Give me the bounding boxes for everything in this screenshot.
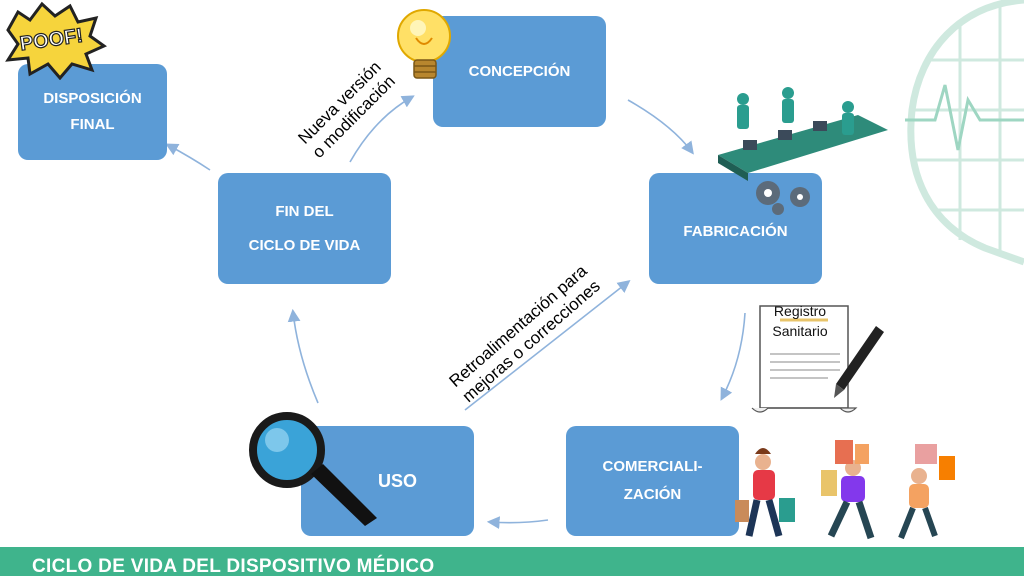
arrow-fabricacion-comercializacion <box>720 312 746 401</box>
arrow-fin-concepcion <box>349 95 415 163</box>
arrow-uso-fabricacion <box>464 280 631 411</box>
light-bulb-icon <box>397 9 451 79</box>
node-fin-line-2: CICLO DE VIDA <box>248 236 361 254</box>
node-comercializacion-line-2: ZACIÓN <box>623 486 682 503</box>
node-disposicion-line-1: DISPOSICIÓN <box>43 90 142 107</box>
node-comercializacion: COMERCIALI- ZACIÓN <box>566 426 739 536</box>
node-concepcion: CONCEPCIÓN <box>433 16 606 127</box>
footer-title: CICLO DE VIDA DEL DISPOSITIVO MÉDICO <box>32 556 435 577</box>
poof-icon: POOF! <box>5 1 108 80</box>
arrow-comercializacion-uso <box>486 516 549 530</box>
node-concepcion-label: CONCEPCIÓN <box>468 62 571 80</box>
node-fin-ciclo-vida: FIN DEL CICLO DE VIDA <box>218 173 391 284</box>
footer-bar: CICLO DE VIDA DEL DISPOSITIVO MÉDICO <box>0 547 1024 577</box>
node-fabricacion: FABRICACIÓN <box>649 173 822 284</box>
magnifier-icon <box>249 412 377 526</box>
factory-workers-icon <box>718 87 888 215</box>
registro-document-icon: Registro Sanitario <box>751 303 884 413</box>
node-uso-label: USO <box>377 471 417 491</box>
arrow-concepcion-fabricacion <box>627 99 694 155</box>
shoppers-icon <box>735 440 955 540</box>
node-fabricacion-label: FABRICACIÓN <box>683 222 788 240</box>
node-disposicion-final: DISPOSICIÓN FINAL <box>18 64 167 160</box>
arrow-uso-fin <box>287 308 319 404</box>
registro-line-2: Sanitario <box>772 323 827 339</box>
registro-line-1: Registro <box>774 303 826 319</box>
node-comercializacion-line-1: COMERCIALI- <box>602 458 703 475</box>
node-fin-line-1: FIN DEL <box>275 202 334 220</box>
node-disposicion-line-2: FINAL <box>70 116 115 133</box>
arrow-fin-disposicion <box>165 143 211 171</box>
